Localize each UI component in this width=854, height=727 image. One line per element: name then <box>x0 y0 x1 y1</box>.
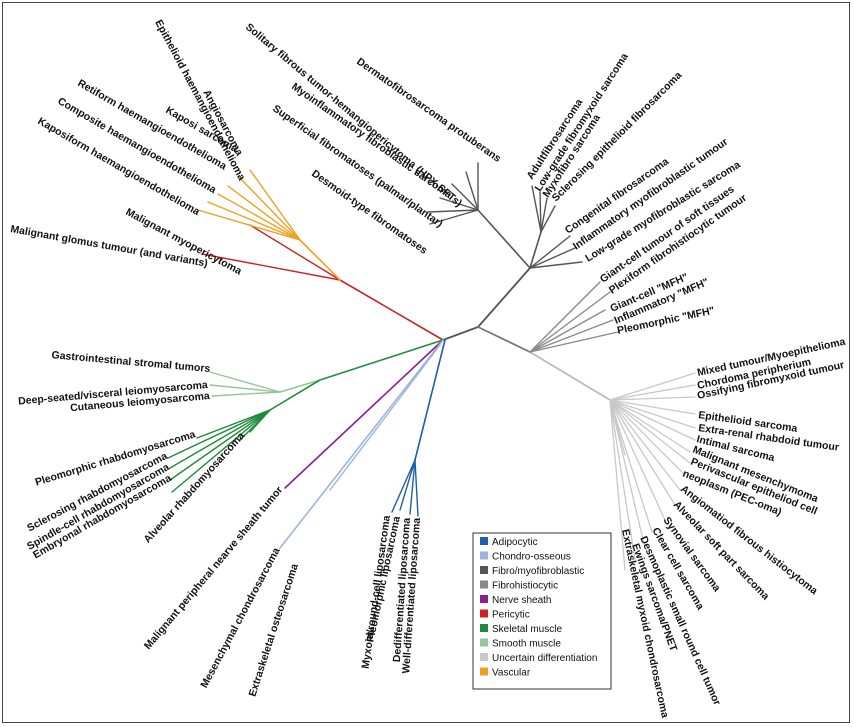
adipocytic-branch <box>414 339 446 461</box>
skeletal-leaf-branch <box>196 409 271 439</box>
smooth-leaf-branch <box>209 371 281 393</box>
legend-label: Uncertain differentiation <box>492 653 597 664</box>
uncertain-leaf-branch <box>609 399 681 491</box>
legend-label: Fibrohistiocytic <box>492 581 558 592</box>
chondro-branch <box>279 339 444 549</box>
uncertain-leaf-branch <box>609 399 696 415</box>
adipocytic-leaf-branch <box>414 459 419 517</box>
uncertain-leaf-branch <box>609 399 636 561</box>
legend-swatch <box>480 551 488 560</box>
skeletal-leaf-branch <box>169 409 271 469</box>
pericytic-leaf-branch <box>249 224 341 281</box>
fibro-leaf-branch <box>529 261 583 269</box>
legend-swatch <box>480 537 488 545</box>
smooth-branch <box>279 379 321 393</box>
legend-swatch <box>480 624 488 632</box>
vascular-leaf-branch <box>239 177 301 241</box>
uncertain-leaf-branch <box>609 399 676 506</box>
fibro-leaf-branch <box>429 209 479 225</box>
uncertain-branch <box>609 399 626 456</box>
vascular-branch <box>299 239 341 281</box>
fibrohistiocytic-leaf-branch <box>529 291 611 353</box>
legend-swatch <box>480 638 488 647</box>
chondro-branch <box>329 344 441 491</box>
leaf-label: Gastrointestinal stromal tumors <box>51 349 211 375</box>
legend-label: Smooth muscle <box>492 639 561 650</box>
skeletal-leaf-branch <box>249 409 271 433</box>
legend: AdipocyticChondro-osseousFibro/myofibrob… <box>472 532 612 690</box>
skeletal-leaf-branch <box>167 409 271 459</box>
adipocytic-leaf-branch <box>399 459 416 511</box>
adipocytic-leaf-branch <box>409 459 416 515</box>
uncertain-leaf-branch <box>609 399 696 441</box>
vascular-leaf-branch <box>249 169 301 241</box>
tree-branches <box>167 162 696 571</box>
leaf-label: Malignant myopericytoma <box>124 206 244 277</box>
legend-label: Chondro-osseous <box>492 552 571 563</box>
nerve-branch <box>284 339 444 489</box>
uncertain-leaf-branch <box>609 399 653 533</box>
fibrohistiocytic-leaf-branch <box>529 309 606 353</box>
legend-swatch <box>480 667 488 676</box>
pericytic-leaf-branch <box>201 253 341 281</box>
fibro-leaf-branch <box>529 247 576 269</box>
uncertain-leaf-branch <box>609 396 696 401</box>
pericytic-branch <box>339 279 444 341</box>
legend-label: Nerve sheath <box>492 595 551 606</box>
smooth-leaf-branch <box>211 391 281 397</box>
fibro-leaf-branch <box>529 235 571 269</box>
uncertain-leaf-branch <box>609 399 691 464</box>
uncertain-leaf-branch <box>609 399 696 429</box>
skeletal-branch <box>269 379 321 411</box>
fibro-leaf-branch <box>539 191 542 233</box>
fibro-leaf-branch <box>465 171 479 211</box>
legend-label: Fibro/myofibroblastic <box>492 566 584 577</box>
fibro-leaf-branch <box>531 185 542 233</box>
skeletal-leaf-branch <box>169 409 271 481</box>
legend-swatch <box>480 653 488 661</box>
skeletal-branch <box>319 339 444 381</box>
tree-labels: Epithelioid haemangioendotheliomaAngiosa… <box>9 18 846 719</box>
vascular-leaf-branch <box>207 201 301 241</box>
uncertain-trunk-branch <box>529 351 611 401</box>
fibro-branch <box>529 231 542 269</box>
vascular-leaf-branch <box>217 193 301 241</box>
fibro-leaf-branch <box>427 209 479 213</box>
fibro-leaf-branch <box>540 197 548 233</box>
fibro-leaf-branch <box>439 197 479 211</box>
vascular-leaf-branch <box>197 209 301 241</box>
skeletal-leaf-branch <box>171 409 271 493</box>
legend-label: Adipocytic <box>492 537 538 548</box>
fibro-trunk-branch <box>477 267 531 328</box>
uncertain-leaf-branch <box>609 399 691 453</box>
uncertain-leaf-branch <box>609 399 686 476</box>
fibro-leaf-branch <box>540 205 556 233</box>
legend-box <box>472 532 612 690</box>
legend-label: Pericytic <box>492 610 530 621</box>
legend-swatch <box>480 595 488 603</box>
uncertain-leaf-branch <box>609 399 646 549</box>
fibrohistiocytic-leaf-branch <box>529 331 619 353</box>
fibrohistiocytic-leaf-branch <box>529 281 601 353</box>
adipocytic-leaf-branch <box>391 459 416 513</box>
lower-trunk-branch <box>477 326 531 353</box>
fibrohistiocytic-leaf-branch <box>529 319 614 353</box>
legend-swatch <box>480 566 488 574</box>
legend-label: Skeletal muscle <box>492 624 562 635</box>
uncertain-leaf-branch <box>609 384 696 401</box>
trunk-branch <box>442 326 479 341</box>
fibro-branch <box>477 209 531 269</box>
uncertain-leaf-branch <box>609 399 666 521</box>
vascular-leaf-branch <box>227 185 301 241</box>
fibro-leaf-branch <box>451 183 479 211</box>
legend-swatch <box>480 609 488 618</box>
smooth-leaf-branch <box>209 384 281 393</box>
uncertain-leaf-branch <box>609 399 626 571</box>
leaf-label: Malignant glomus tumour (and variants) <box>9 223 208 270</box>
legend-swatch <box>480 580 488 589</box>
uncertain-leaf-branch <box>609 372 696 401</box>
legend-label: Vascular <box>492 668 531 679</box>
